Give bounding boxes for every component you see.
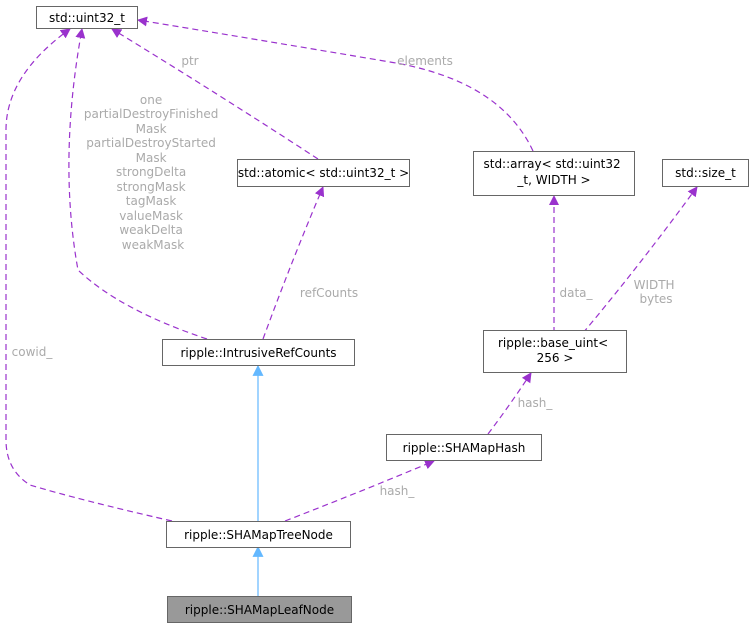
node-uint32-label: std::uint32_t bbox=[49, 11, 125, 25]
node-array-label: std::array< std::uint32 _t, WIDTH > bbox=[483, 157, 624, 187]
node-atomic-label: std::atomic< std::uint32_t > bbox=[238, 166, 409, 180]
node-shamap-hash[interactable]: ripple::SHAMapHash bbox=[386, 434, 542, 461]
mask-label-line: one bbox=[140, 93, 162, 107]
node-array-label-line: std::array< std::uint32 bbox=[483, 157, 620, 171]
edge-array-uint32 bbox=[137, 16, 534, 152]
node-size-t[interactable]: std::size_t bbox=[662, 159, 749, 187]
mask-label-line: strongMask bbox=[117, 180, 186, 194]
node-size-t-label: std::size_t bbox=[675, 166, 736, 180]
mask-label-line: partialDestroyFinished bbox=[84, 107, 218, 121]
mask-label-line: strongDelta bbox=[116, 165, 186, 179]
node-array-label-line: _t, WIDTH > bbox=[516, 173, 590, 187]
node-tree-node-label: ripple::SHAMapTreeNode bbox=[184, 528, 333, 542]
mask-label-line: weakMask bbox=[122, 238, 184, 252]
node-intrusive-ref-counts[interactable]: ripple::IntrusiveRefCounts bbox=[162, 339, 355, 366]
edge-label-refcounts: refCounts bbox=[300, 286, 358, 300]
node-leaf-node-label: ripple::SHAMapLeafNode bbox=[185, 603, 334, 617]
node-shamap-tree-node[interactable]: ripple::SHAMapTreeNode bbox=[166, 521, 351, 548]
edge-label-masks: one partialDestroyFinished Mask partialD… bbox=[84, 93, 222, 252]
edge-atomic-uint32 bbox=[111, 28, 319, 160]
node-shamap-hash-label: ripple::SHAMapHash bbox=[403, 441, 526, 455]
mask-label-line: weakDelta bbox=[119, 223, 183, 237]
edge-label-elements: elements bbox=[397, 54, 453, 68]
edge-treenode-uint32 bbox=[5, 28, 173, 522]
node-base-uint-label-line: 256 > bbox=[537, 351, 574, 365]
width-label-line: bytes bbox=[639, 292, 672, 306]
width-label-line: WIDTH bbox=[634, 278, 675, 292]
edge-treenode-shamaphash bbox=[284, 459, 435, 522]
mask-label-line: Mask bbox=[136, 122, 167, 136]
node-shamap-leaf-node[interactable]: ripple::SHAMapLeafNode bbox=[167, 596, 352, 623]
edge-intrusive-atomic bbox=[262, 186, 325, 340]
mask-label-line: partialDestroyStarted bbox=[86, 136, 216, 150]
mask-label-line: Mask bbox=[136, 151, 167, 165]
node-base-uint-label-line: ripple::base_uint< bbox=[498, 336, 608, 350]
edge-label-width-bytes: WIDTH bytes bbox=[634, 278, 679, 306]
edge-label-hash-upper: hash_ bbox=[518, 396, 554, 410]
edge-label-cowid: cowid_ bbox=[12, 345, 54, 359]
node-array[interactable]: std::array< std::uint32 _t, WIDTH > bbox=[473, 151, 635, 196]
node-atomic[interactable]: std::atomic< std::uint32_t > bbox=[237, 159, 410, 187]
node-base-uint[interactable]: ripple::base_uint< 256 > bbox=[483, 330, 627, 373]
edge-label-hash-lower: hash_ bbox=[380, 484, 416, 498]
edge-label-data: data_ bbox=[559, 286, 593, 300]
edge-base-uint-size-t bbox=[582, 186, 698, 334]
node-uint32[interactable]: std::uint32_t bbox=[36, 6, 138, 29]
node-base-uint-label: ripple::base_uint< 256 > bbox=[498, 336, 612, 365]
node-intrusive-label: ripple::IntrusiveRefCounts bbox=[180, 346, 336, 360]
mask-label-line: tagMask bbox=[126, 194, 177, 208]
edge-label-ptr: ptr bbox=[181, 54, 198, 68]
mask-label-line: valueMask bbox=[119, 209, 183, 223]
edge-intrusive-uint32 bbox=[68, 28, 208, 340]
